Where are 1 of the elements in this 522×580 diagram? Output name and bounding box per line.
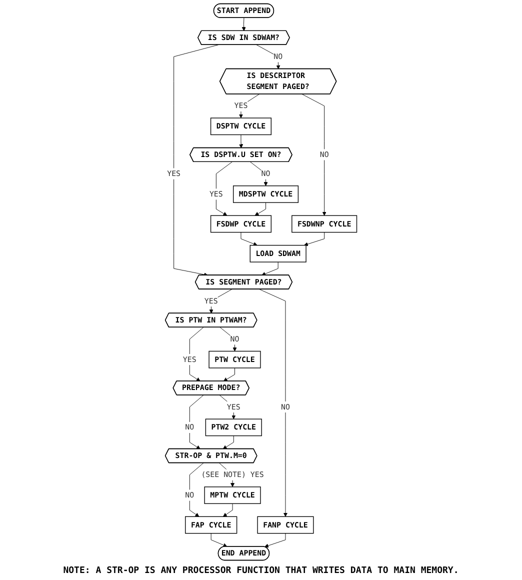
note: NOTE: A STR-OP IS ANY PROCESSOR FUNCTION THAT WRITES DATA TO MAIN MEMORY. bbox=[63, 566, 459, 576]
